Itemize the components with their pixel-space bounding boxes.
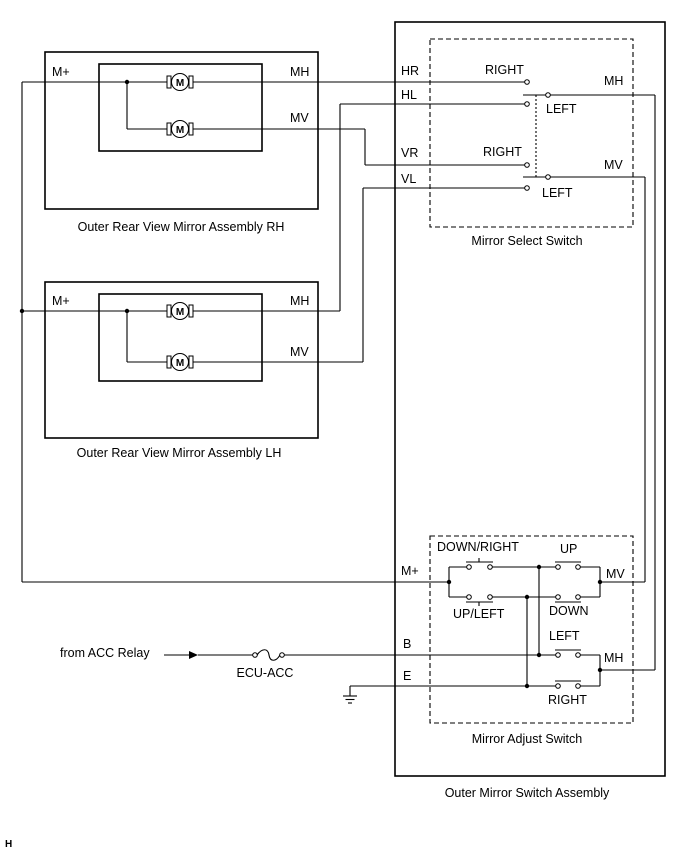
terminal-hr: HR	[401, 64, 419, 78]
acc-supply: from ACC Relay ECU-ACC	[60, 646, 293, 680]
svg-text:M: M	[176, 78, 184, 89]
lh-mv-label: MV	[290, 345, 309, 359]
outer-mirror-switch-assembly: Outer Mirror Switch Assembly HR HL VR VL…	[394, 21, 666, 800]
lh-title: Outer Rear View Mirror Assembly LH	[77, 446, 282, 460]
ground-icon	[343, 686, 357, 704]
figure-code: H	[5, 839, 12, 850]
adjust-down-right-label: DOWN/RIGHT	[437, 540, 519, 554]
select-left-bottom-label: LEFT	[542, 186, 573, 200]
terminal-mplus: M+	[401, 564, 419, 578]
adjust-out-mv-label: MV	[606, 567, 625, 581]
lh-motor-mh-icon: M	[166, 302, 194, 320]
adjust-left-label: LEFT	[549, 629, 580, 643]
svg-text:M: M	[176, 358, 184, 369]
lh-outer-box	[44, 281, 319, 439]
rh-mh-label: MH	[290, 65, 309, 79]
select-left-top-label: LEFT	[546, 102, 577, 116]
adjust-contact-left	[555, 649, 581, 658]
select-switch-title: Mirror Select Switch	[471, 234, 582, 248]
lh-mplus-label: M+	[52, 294, 70, 308]
adjust-contact-right	[555, 680, 581, 689]
rh-motor-mh-icon: M	[166, 73, 194, 91]
adjust-contact-up-left	[466, 594, 493, 606]
adjust-out-mh-label: MH	[604, 651, 623, 665]
adjust-right-label: RIGHT	[548, 693, 587, 707]
rh-inner-box	[98, 63, 263, 152]
rh-mv-label: MV	[290, 111, 309, 125]
select-right-top-label: RIGHT	[485, 63, 524, 77]
rh-outer-box	[44, 51, 319, 210]
select-out-mv-label: MV	[604, 158, 623, 172]
select-switch-box	[429, 38, 634, 228]
lh-inner-box	[98, 293, 263, 382]
mirror-assembly-lh: M+ MH MV Outer Rear View Mirror Assembly…	[19, 281, 319, 460]
rh-title: Outer Rear View Mirror Assembly RH	[78, 220, 285, 234]
mirror-adjust-switch: Mirror Adjust Switch DOWN/RIGHT UP/LEFT …	[282, 535, 634, 746]
mh-mv-buses	[600, 95, 656, 671]
switch-assembly-title: Outer Mirror Switch Assembly	[445, 786, 610, 800]
svg-text:M: M	[176, 125, 184, 136]
adjust-up-left-label: UP/LEFT	[453, 607, 505, 621]
fuse-label: ECU-ACC	[237, 666, 294, 680]
svg-text:M: M	[176, 307, 184, 318]
lh-motor-mv-icon: M	[166, 353, 194, 371]
terminal-b: B	[403, 637, 411, 651]
adjust-contact-down-right	[466, 558, 493, 570]
adjust-switch-title: Mirror Adjust Switch	[472, 732, 582, 746]
terminal-vl: VL	[401, 172, 416, 186]
select-right-bottom-label: RIGHT	[483, 145, 522, 159]
adjust-contact-up	[555, 561, 581, 570]
terminal-e: E	[403, 669, 411, 683]
adjust-switch-box	[429, 535, 634, 724]
mplus-common-wire	[21, 82, 449, 583]
fuse-icon	[252, 649, 285, 661]
adjust-down-label: DOWN	[549, 604, 589, 618]
lh-mh-label: MH	[290, 294, 309, 308]
terminal-vr: VR	[401, 146, 418, 160]
select-out-mh-label: MH	[604, 74, 623, 88]
adjust-contact-down	[555, 594, 581, 603]
arrow-right-icon	[189, 651, 198, 659]
terminal-hl: HL	[401, 88, 417, 102]
mirror-to-switch-wires	[193, 81, 527, 363]
mirror-assembly-rh: M+ MH MV Outer Rear View Mirror Assembly…	[22, 51, 319, 234]
switch-assembly-box	[394, 21, 666, 777]
mirror-select-switch: Mirror Select Switch RIGHT LEFT RIGHT LE…	[429, 38, 655, 248]
acc-source-label: from ACC Relay	[60, 646, 150, 660]
adjust-up-label: UP	[560, 542, 577, 556]
rh-mplus-label: M+	[52, 65, 70, 79]
rh-motor-mv-icon: M	[166, 120, 194, 138]
